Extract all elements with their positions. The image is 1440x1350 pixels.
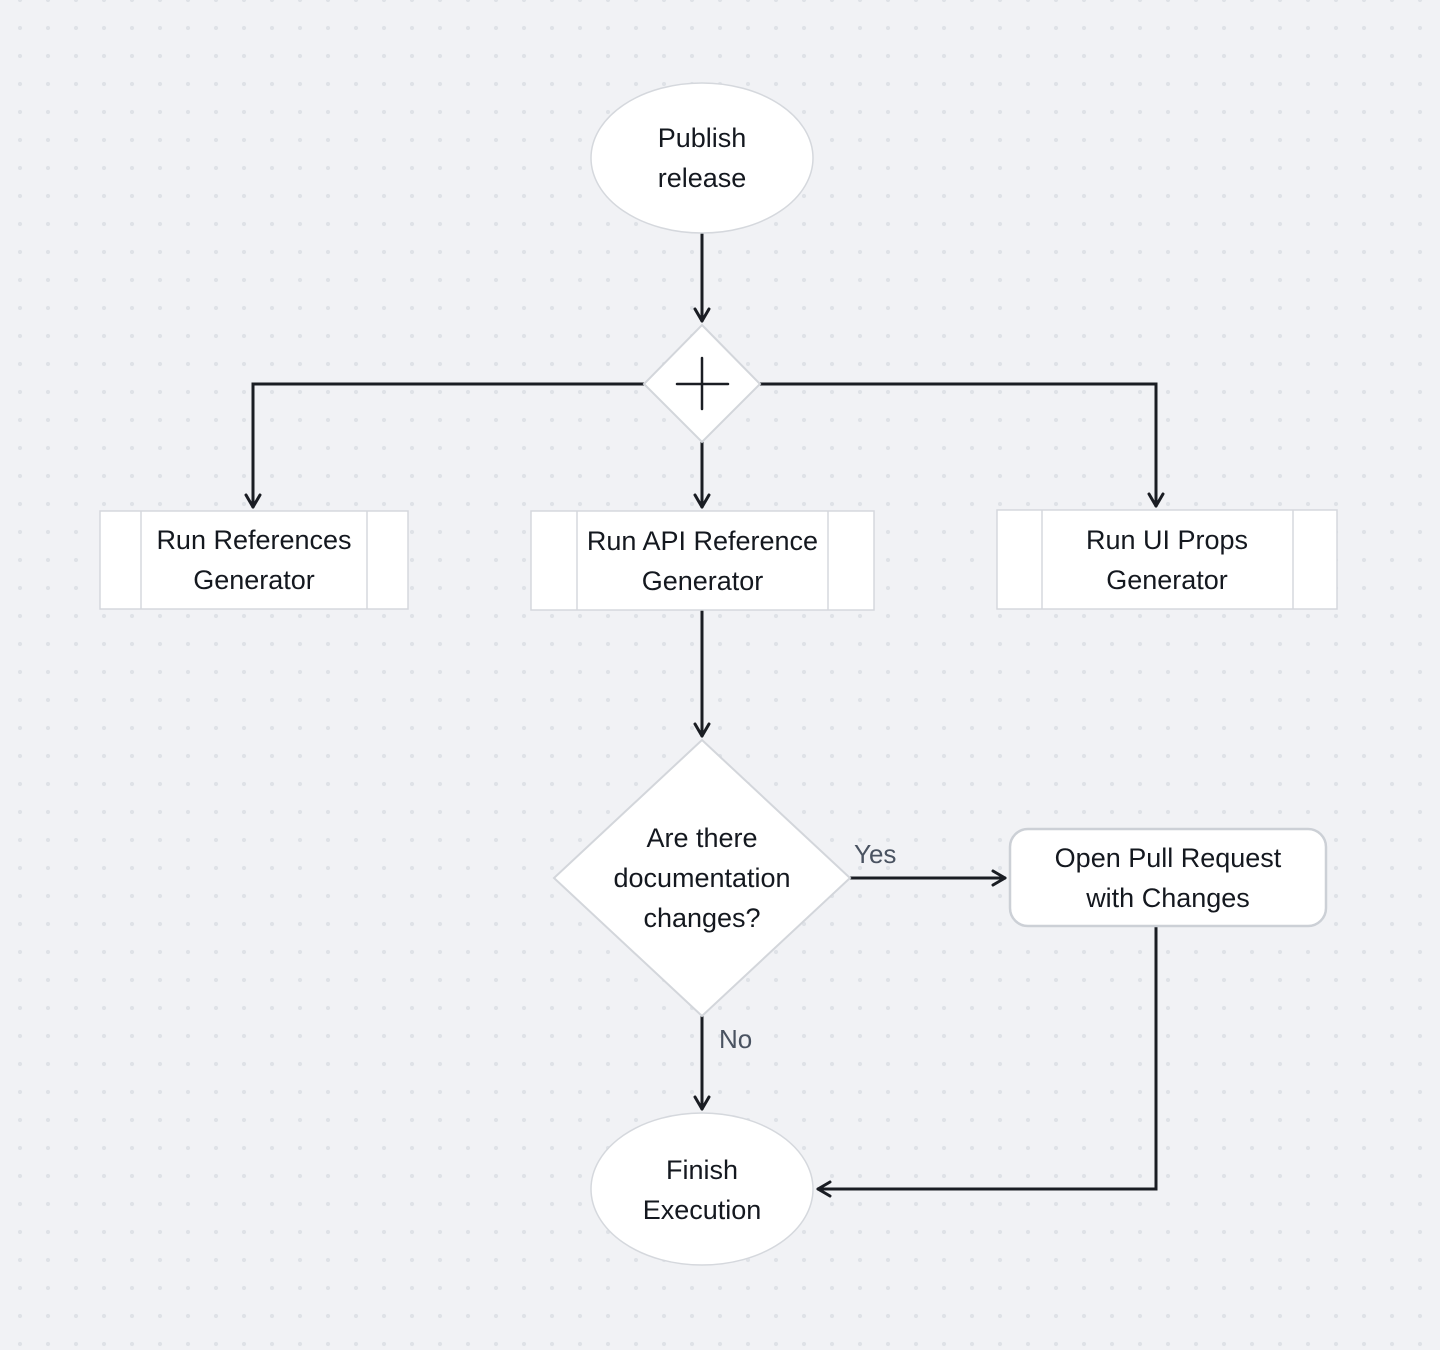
edge-open-pr-to-finish — [816, 925, 1158, 1198]
edge-fork-to-ui-props — [758, 382, 1165, 508]
node-start-shape — [590, 82, 814, 234]
plus-icon — [675, 356, 730, 411]
edge-fork-to-references — [244, 382, 646, 509]
node-run-references-shape — [99, 510, 409, 610]
nodes — [99, 82, 1338, 1266]
node-run-references-sidebars — [140, 511, 368, 609]
node-run-ui-props-sidebars — [1041, 510, 1294, 609]
node-run-api-reference-shape — [530, 510, 875, 611]
node-run-api-reference-sidebars — [576, 511, 829, 610]
node-finish-shape — [590, 1112, 814, 1266]
node-open-pull-request-shape — [1008, 827, 1328, 928]
edges — [244, 232, 1165, 1198]
node-run-ui-props-shape — [996, 509, 1338, 610]
node-decision-shape — [552, 738, 852, 1018]
